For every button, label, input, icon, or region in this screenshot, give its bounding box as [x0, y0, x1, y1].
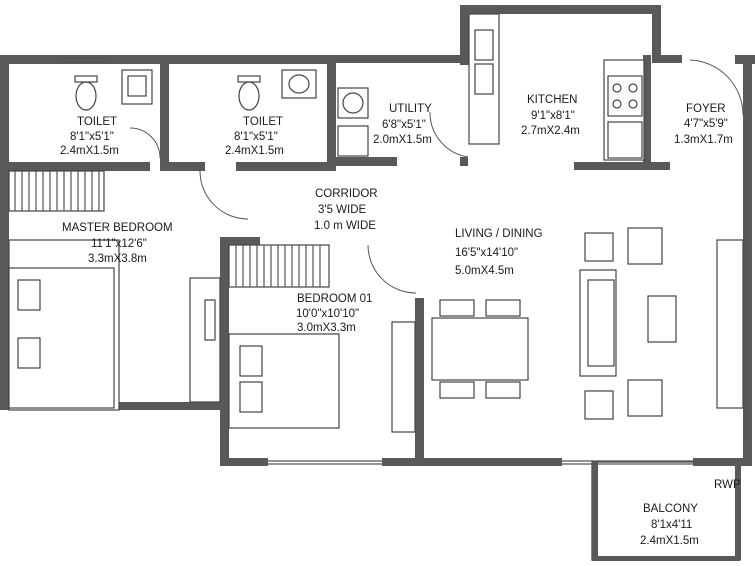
- windows: [60, 7, 750, 465]
- foyer-size-ft: 4'7"x5'9": [684, 118, 728, 130]
- balcony-size-ft: 8'1x4'11: [651, 519, 692, 531]
- room-labels: TOILET 8'1"x5'1" 2.4mX1.5m TOILET 8'1"x5…: [60, 94, 741, 547]
- toilet-1-size-m: 2.4mX1.5m: [60, 145, 119, 157]
- utility-size-ft: 6'8"x5'1": [382, 119, 426, 131]
- foyer-size-m: 1.3mX1.7m: [674, 134, 733, 146]
- kitchen-name: KITCHEN: [527, 94, 577, 106]
- fixtures: [8, 13, 744, 433]
- toilet-2-size-m: 2.4mX1.5m: [225, 145, 284, 157]
- bedroom-01-size-ft: 10'0"x10'10": [296, 308, 359, 320]
- wardrobe-hatching-bedroom: [235, 245, 321, 287]
- master-bedroom-size-ft: 11'1"x12'6": [91, 238, 147, 250]
- corridor-size-ft: 3'5 WIDE: [318, 204, 367, 216]
- kitchen-size-ft: 9'1"x8'1": [531, 110, 575, 122]
- toilet-2-name: TOILET: [243, 116, 283, 128]
- rwp-label: RWP: [714, 479, 741, 491]
- bedroom-01-size-m: 3.0mX3.3m: [297, 322, 356, 334]
- balcony-name: BALCONY: [643, 503, 698, 515]
- bedroom-01-name: BEDROOM 01: [297, 293, 372, 305]
- doors: [129, 59, 744, 294]
- foyer-name: FOYER: [686, 103, 726, 115]
- corridor-name: CORRIDOR: [315, 188, 378, 200]
- master-bedroom-name: MASTER BEDROOM: [62, 222, 173, 234]
- toilet-1-name: TOILET: [77, 116, 117, 128]
- master-bedroom-size-m: 3.3mX3.8m: [88, 253, 147, 265]
- living-dining-size-ft: 16'5"x14'10": [455, 247, 518, 259]
- toilet-1-size-ft: 8'1"x5'1": [70, 131, 114, 143]
- toilet-2-size-ft: 8'1"x5'1": [234, 131, 278, 143]
- utility-size-m: 2.0mX1.5m: [373, 134, 432, 146]
- living-dining-size-m: 5.0mX4.5m: [455, 265, 514, 277]
- kitchen-size-m: 2.7mX2.4m: [521, 125, 580, 137]
- wardrobe-hatching-master: [14, 171, 100, 211]
- corridor-size-m: 1.0 m WIDE: [314, 220, 376, 232]
- living-dining-name: LIVING / DINING: [455, 228, 543, 240]
- utility-name: UTILITY: [389, 103, 432, 115]
- balcony-size-m: 2.4mX1.5m: [640, 535, 699, 547]
